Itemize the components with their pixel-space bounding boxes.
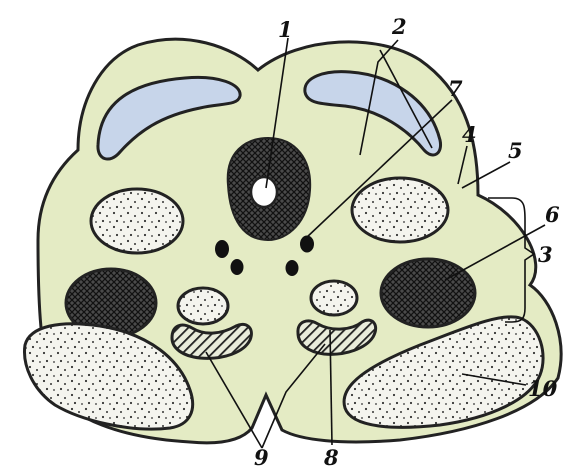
left-small-round-nucleus	[178, 288, 228, 324]
right-hatched-oval	[381, 259, 475, 327]
label-8: 8	[323, 445, 339, 470]
label-7: 7	[448, 76, 463, 101]
dot-right-b	[286, 260, 299, 276]
label-10: 10	[528, 376, 558, 401]
right-small-round-nucleus	[311, 281, 357, 315]
label-3: 3	[538, 242, 553, 267]
label-6: 6	[545, 202, 560, 227]
label-5: 5	[508, 138, 523, 163]
label-1: 1	[278, 17, 293, 42]
right-upper-stippled-oval	[352, 178, 448, 242]
dot-left-a	[215, 240, 229, 258]
label-2: 2	[391, 14, 407, 39]
central-canal	[251, 177, 277, 207]
dot-left-b	[231, 259, 244, 275]
left-upper-stippled-oval	[91, 189, 183, 253]
label-9: 9	[254, 445, 269, 470]
label-4: 4	[462, 122, 477, 147]
